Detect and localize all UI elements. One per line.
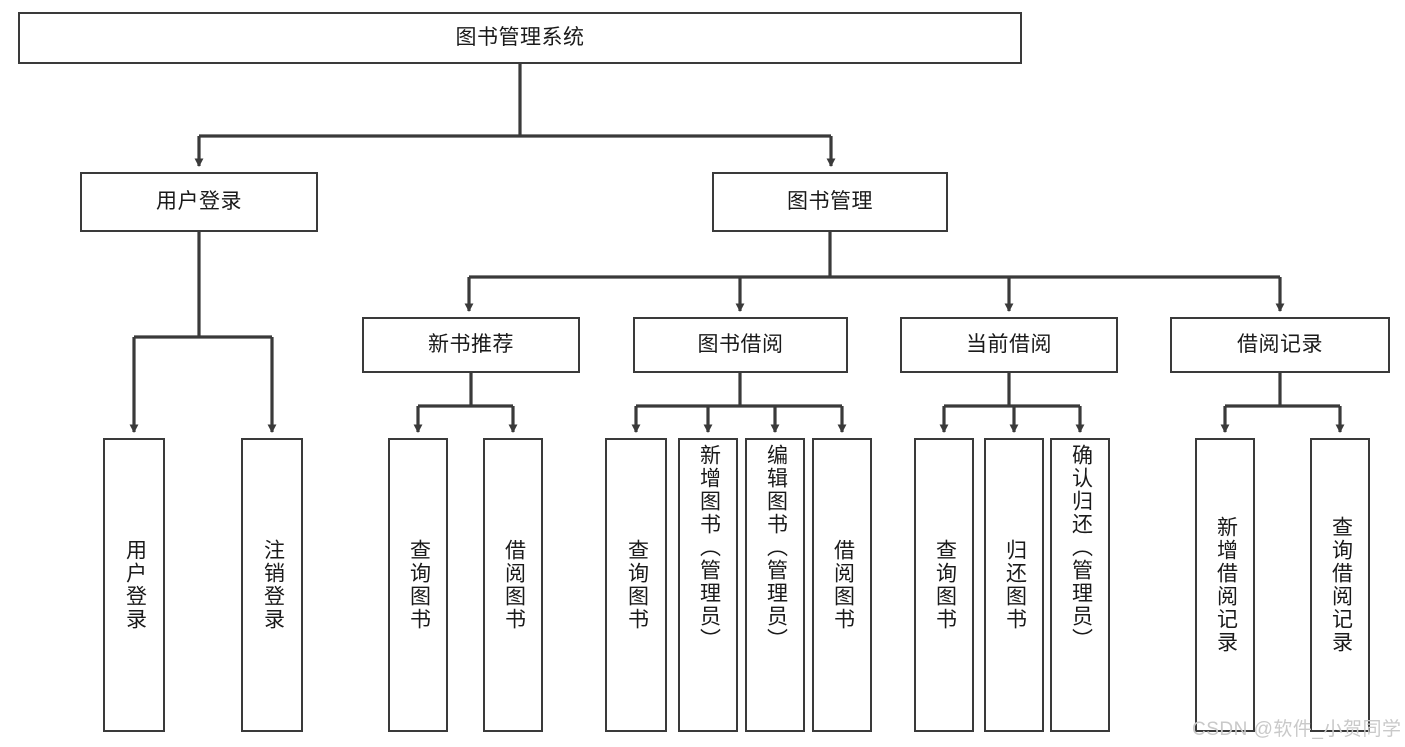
node-leaf-login-user-label: 用户登录 — [123, 539, 147, 631]
node-leaf-confirm-return-admin[interactable]: 确认归还（管理员） — [1050, 438, 1110, 732]
node-user-login-label: 用户登录 — [156, 190, 242, 214]
node-book-manage-label: 图书管理 — [787, 190, 873, 214]
edge-bookmanage-to-level2 — [464, 232, 1285, 313]
node-leaf-query-book-current[interactable]: 查询图书 — [914, 438, 974, 732]
node-leaf-add-borrow-record-label: 新增借阅记录 — [1214, 516, 1238, 654]
node-borrow-record-label: 借阅记录 — [1237, 333, 1323, 357]
node-leaf-logout-user-label: 注销登录 — [261, 539, 285, 631]
node-leaf-logout-user[interactable]: 注销登录 — [241, 438, 303, 732]
edge-userlogin-to-leaves — [129, 232, 277, 434]
node-leaf-query-book-borrow-label: 查询图书 — [625, 539, 649, 631]
node-leaf-return-book-label: 归还图书 — [1003, 539, 1027, 631]
node-leaf-confirm-return-admin-label: 确认归还（管理员） — [1069, 444, 1093, 651]
edge-borrowrecord-to-leaves — [1220, 373, 1345, 434]
node-leaf-borrow-book-rec[interactable]: 借阅图书 — [483, 438, 543, 732]
node-leaf-edit-book-admin[interactable]: 编辑图书（管理员） — [745, 438, 805, 732]
node-leaf-return-book[interactable]: 归还图书 — [984, 438, 1044, 732]
edge-root-to-level1 — [194, 64, 836, 168]
node-new-book-rec[interactable]: 新书推荐 — [362, 317, 580, 373]
node-leaf-query-borrow-record[interactable]: 查询借阅记录 — [1310, 438, 1370, 732]
node-leaf-login-user[interactable]: 用户登录 — [103, 438, 165, 732]
node-leaf-query-book-borrow[interactable]: 查询图书 — [605, 438, 667, 732]
node-new-book-rec-label: 新书推荐 — [428, 333, 514, 357]
node-leaf-query-book-current-label: 查询图书 — [933, 539, 957, 631]
node-leaf-edit-book-admin-label: 编辑图书（管理员） — [764, 444, 788, 651]
node-root[interactable]: 图书管理系统 — [18, 12, 1022, 64]
node-leaf-add-book-admin[interactable]: 新增图书（管理员） — [678, 438, 738, 732]
edge-currentborrow-to-leaves — [939, 373, 1085, 434]
node-root-label: 图书管理系统 — [455, 26, 585, 50]
node-borrow-record[interactable]: 借阅记录 — [1170, 317, 1390, 373]
node-leaf-borrow-book-rec-label: 借阅图书 — [502, 539, 526, 631]
node-leaf-borrow-book-main[interactable]: 借阅图书 — [812, 438, 872, 732]
node-leaf-add-book-admin-label: 新增图书（管理员） — [697, 444, 721, 651]
node-leaf-query-book-rec-label: 查询图书 — [407, 539, 431, 631]
node-book-borrow[interactable]: 图书借阅 — [633, 317, 848, 373]
node-leaf-add-borrow-record[interactable]: 新增借阅记录 — [1195, 438, 1255, 732]
node-user-login[interactable]: 用户登录 — [80, 172, 318, 232]
node-leaf-query-book-rec[interactable]: 查询图书 — [388, 438, 448, 732]
node-current-borrow[interactable]: 当前借阅 — [900, 317, 1118, 373]
node-book-borrow-label: 图书借阅 — [697, 333, 784, 357]
node-leaf-borrow-book-main-label: 借阅图书 — [831, 539, 855, 631]
node-book-manage[interactable]: 图书管理 — [712, 172, 948, 232]
csdn-watermark: CSDN @软件_小贺同学 — [1192, 719, 1402, 740]
node-leaf-query-borrow-record-label: 查询借阅记录 — [1329, 516, 1353, 654]
node-current-borrow-label: 当前借阅 — [966, 333, 1052, 357]
edge-newbookrec-to-leaves — [413, 373, 518, 434]
edge-bookborrow-to-leaves — [631, 373, 847, 434]
